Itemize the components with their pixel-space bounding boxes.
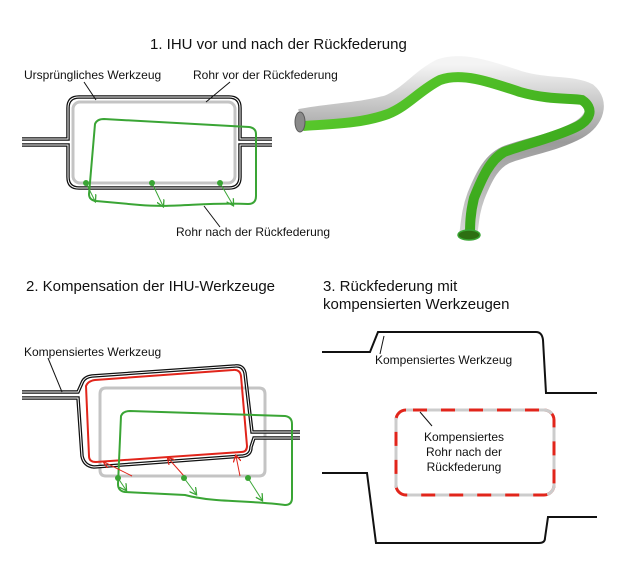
section3-title-line2: kompensierten Werkzeugen	[323, 296, 510, 313]
springback-arrows-1	[83, 180, 233, 206]
compensated-tube-outline-2	[84, 368, 249, 464]
compensated-tool-bottom	[322, 472, 597, 544]
compensated-tool-top	[322, 331, 597, 394]
compensated-tube-label: Kompensiertes Rohr nach der Rückfederung	[424, 430, 504, 475]
compensated-tube-outline-3-gray	[394, 408, 556, 497]
compensated-tube-label-line2: Rohr nach der	[425, 445, 503, 459]
original-tube-outline-2	[98, 386, 267, 478]
compensated-tube-label-line1: Kompensiertes	[424, 430, 505, 444]
compensation-arrows	[104, 456, 262, 500]
compensated-tool-outline	[22, 364, 300, 469]
tube-after-outline	[87, 117, 257, 207]
section3-title-line1: 3. Rückfederung mit	[323, 278, 458, 295]
tube-3d-rendering	[294, 56, 604, 241]
section2-title: 2. Kompensation der IHU-Werkzeuge	[26, 278, 276, 295]
compensated-tool-label: Kompensiertes Werkzeug	[24, 345, 162, 359]
compensated-tube-label-line3: Rückfederung	[426, 460, 502, 474]
compensated-tube-leader	[419, 411, 433, 427]
original-tool-label: Ursprüngliches Werkzeug	[24, 68, 162, 82]
label-leaders-1	[83, 81, 231, 228]
compensated-tool-label-3: Kompensiertes Werkzeug	[375, 353, 513, 367]
section1-title: 1. IHU vor und nach der Rückfederung	[150, 36, 407, 53]
compensated-tool-leader	[47, 357, 63, 393]
tube-before-label: Rohr vor der Rückfederung	[193, 68, 338, 82]
tube-after-label: Rohr nach der Rückfederung	[176, 225, 331, 239]
compensated-tube-outline-3-red	[394, 408, 556, 497]
compensated-tool-leader-3	[379, 335, 385, 355]
tube-before-outline	[71, 100, 237, 185]
